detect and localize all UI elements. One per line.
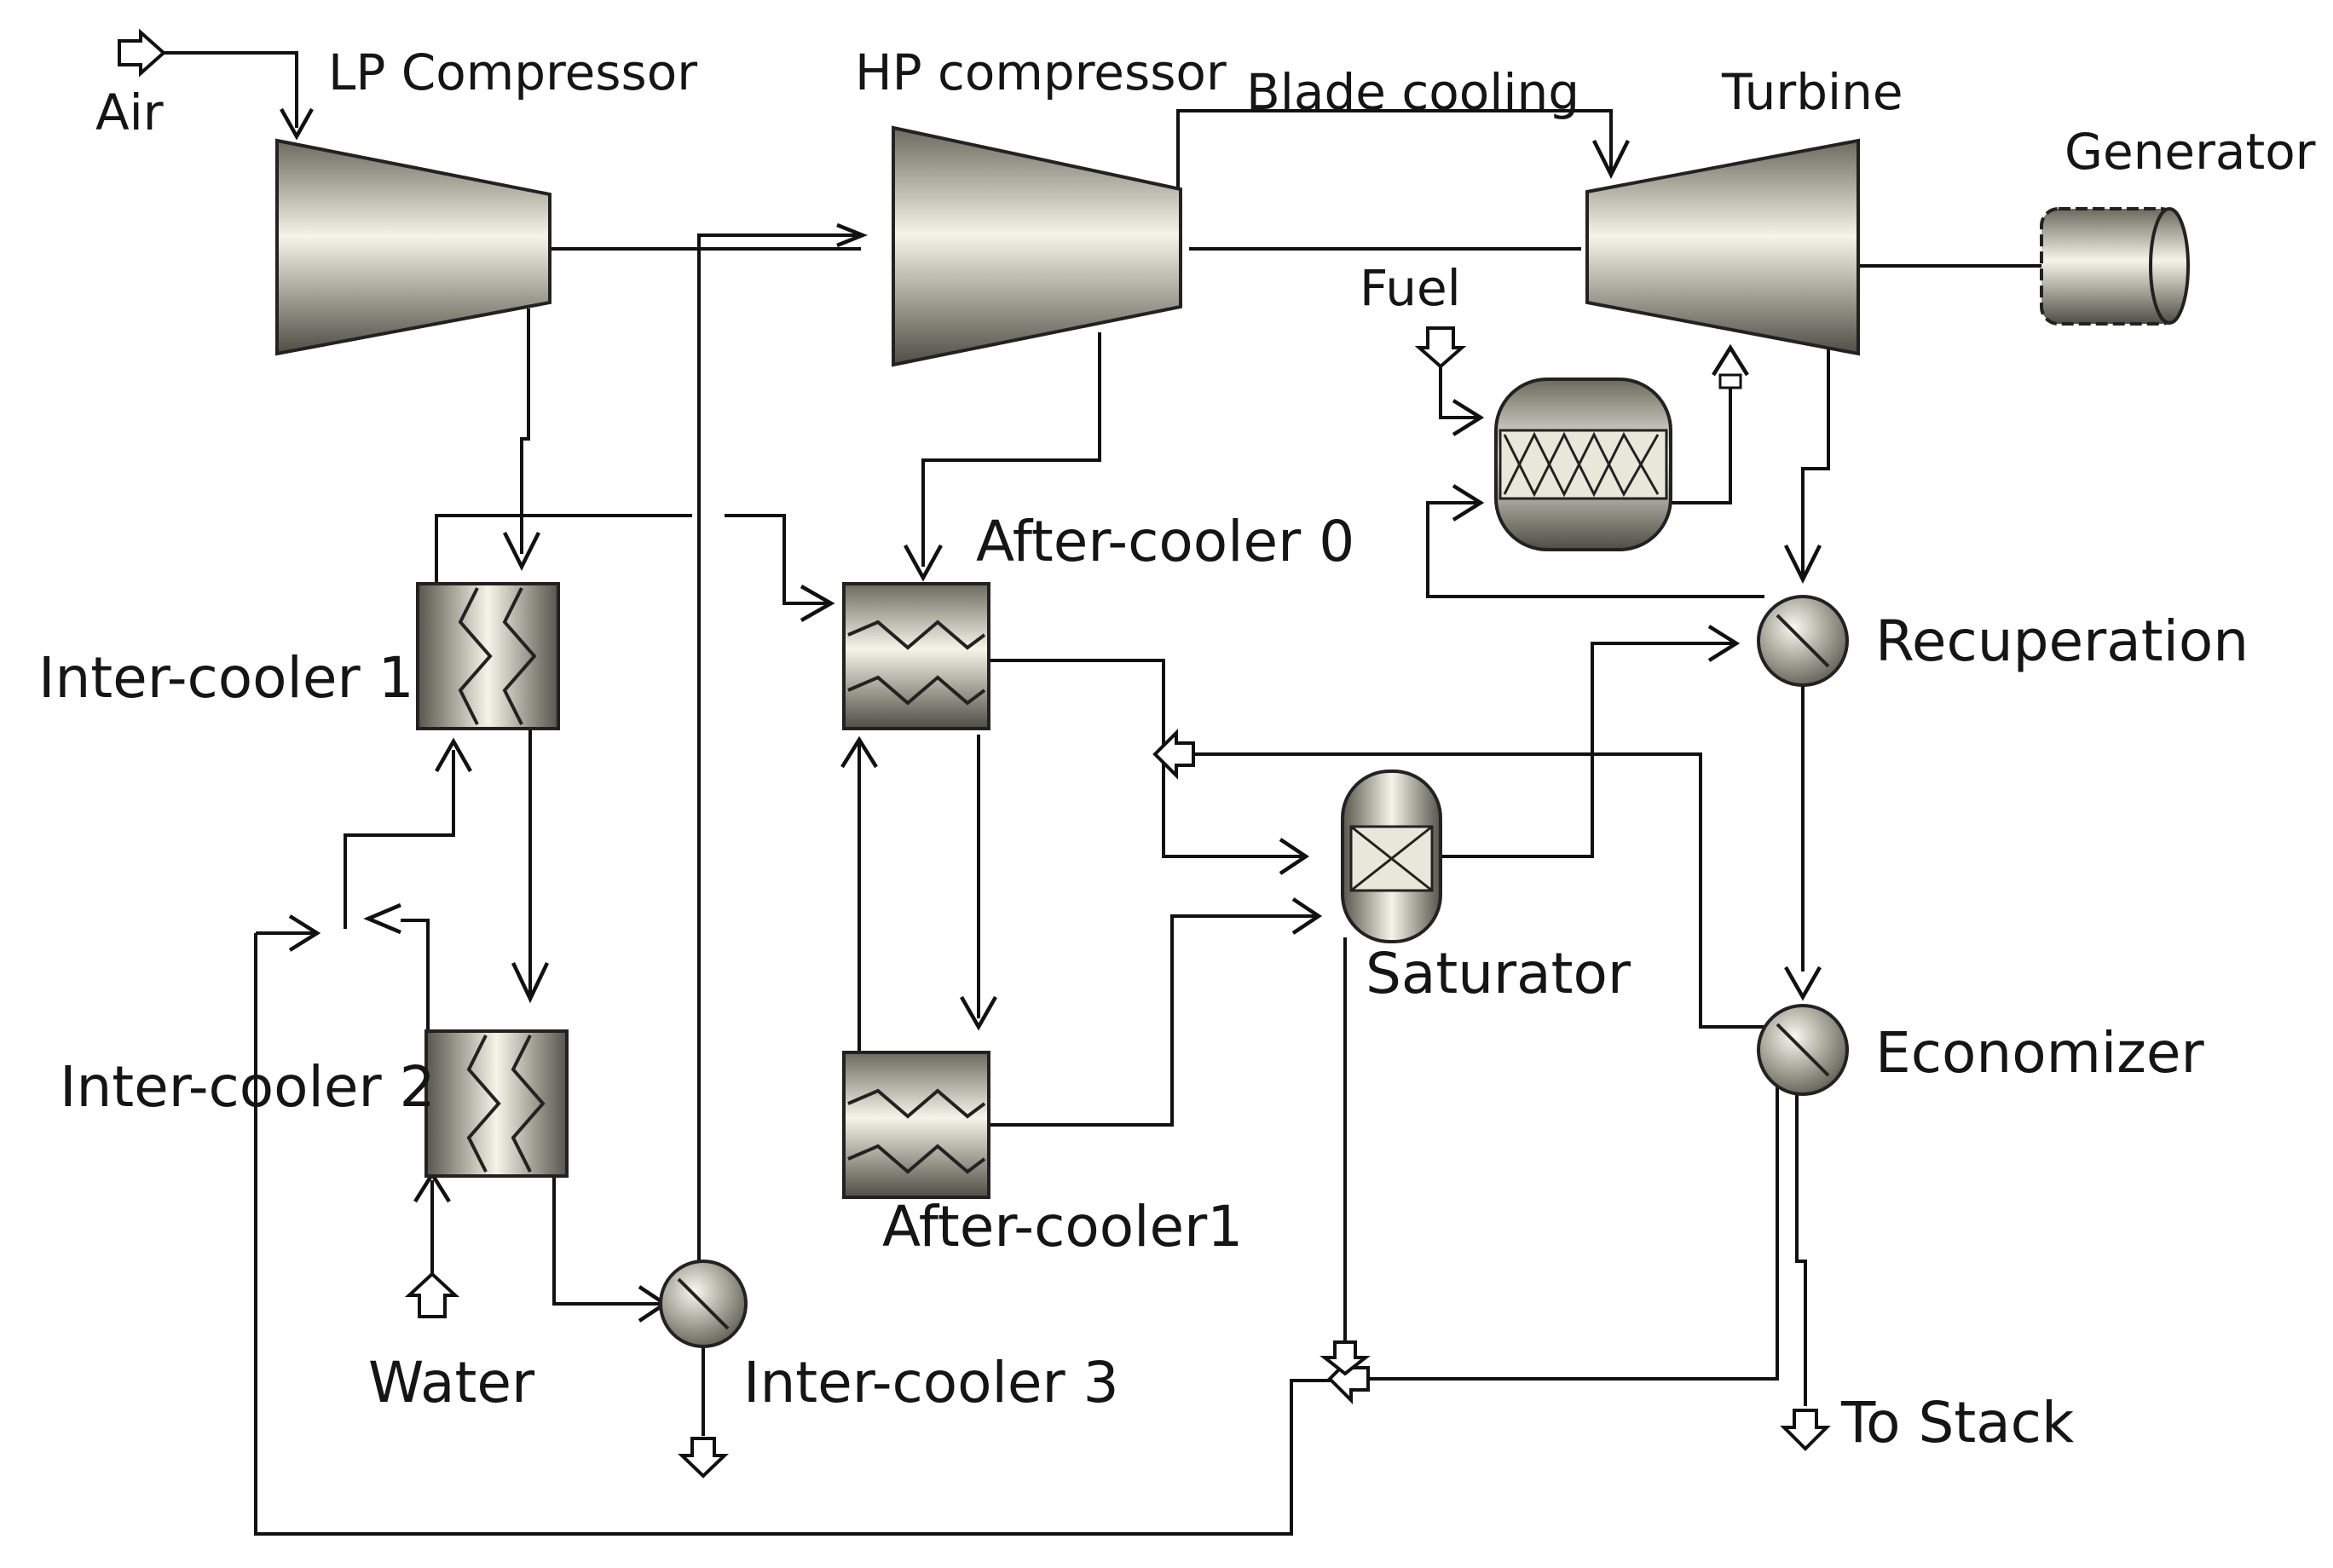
ic1-left-line-a — [435, 514, 692, 584]
turbine-label: Turbine — [1721, 63, 1903, 121]
economizer-to-stack-line — [1795, 1091, 1807, 1406]
inter-cooler-3-label: Inter-cooler 3 — [743, 1350, 1119, 1415]
generator-icon — [2040, 207, 2190, 326]
economizer-to-ac0-line — [1185, 752, 1764, 1029]
economizer-to-drain-line — [1364, 1074, 1779, 1381]
recuperation-icon — [1757, 595, 1849, 687]
inter-cooler-3-icon — [659, 1260, 748, 1348]
ic2-water-to-junction — [401, 919, 430, 1031]
air-inlet-arrow-icon — [118, 28, 167, 78]
stack-outlet-arrow-icon — [1780, 1409, 1831, 1451]
saturator-label: Saturator — [1366, 941, 1631, 1006]
ic2-to-ic3-line — [552, 1176, 665, 1306]
recuperation-to-combustor — [1426, 501, 1764, 598]
flow-arrows — [280, 107, 1822, 1323]
inter-cooler-2-icon — [424, 1029, 569, 1178]
inter-cooler-2-label: Inter-cooler 2 — [60, 1054, 436, 1120]
water-label: Water — [368, 1350, 535, 1415]
inter-cooler-1-icon — [416, 582, 560, 730]
blade-cooling-line — [1176, 109, 1613, 189]
to-stack-label: To Stack — [1840, 1390, 2075, 1456]
ic1-to-aftercooler0-line — [725, 514, 829, 605]
recuperation-label: Recuperation — [1875, 608, 2249, 674]
aftercooler1-to-saturator — [989, 914, 1317, 1127]
turbine-exhaust-line — [1801, 337, 1830, 579]
combustor-outlet-port-icon — [1718, 373, 1742, 389]
air-label: Air — [95, 84, 164, 141]
junction-to-ic1-water — [344, 750, 455, 929]
saturator-to-recuperation — [1441, 642, 1735, 858]
fuel-label: Fuel — [1360, 259, 1461, 317]
economizer-return-loop — [254, 933, 1338, 1536]
economizer-icon — [1757, 1004, 1849, 1096]
after-cooler-1-icon — [842, 1051, 990, 1199]
turbine-icon — [1585, 138, 1860, 356]
ic3-drain-arrow-icon — [678, 1437, 729, 1479]
after-cooler-0-label: After-cooler 0 — [976, 509, 1354, 574]
after-cooler-0-icon — [842, 582, 990, 730]
process-lines — [162, 51, 2041, 1536]
economizer-label: Economizer — [1875, 1020, 2204, 1086]
port-arrows — [118, 28, 1831, 1479]
after-cooler-1-label: After-cooler1 — [882, 1194, 1243, 1260]
inter-cooler-1-label: Inter-cooler 1 — [38, 645, 414, 711]
generator-label: Generator — [2064, 123, 2316, 181]
saturator-icon — [1341, 770, 1442, 943]
economizer-return-arrow-icon — [1152, 729, 1195, 780]
air-inlet-line — [162, 51, 298, 128]
intercooler3-to-hp-line — [697, 233, 861, 1261]
blade-cooling-label: Blade cooling — [1246, 63, 1579, 121]
saturator-drain-arrow-icon — [1320, 1340, 1371, 1376]
hp-to-aftercooler0-line — [921, 332, 1101, 567]
lp-compressor-icon — [275, 138, 551, 356]
lp-compressor-label: LP Compressor — [328, 43, 697, 101]
aftercooler0-to-saturator — [989, 659, 1304, 858]
hp-compressor-icon — [892, 125, 1182, 367]
fuel-inlet-arrow-icon — [1414, 326, 1467, 369]
fuel-inlet-line — [1439, 362, 1479, 419]
combustor-icon — [1494, 378, 1672, 551]
combustor-to-turbine-line — [1666, 375, 1732, 504]
water-inlet-arrow-icon — [404, 1271, 460, 1318]
hp-compressor-label: HP compressor — [855, 43, 1227, 101]
